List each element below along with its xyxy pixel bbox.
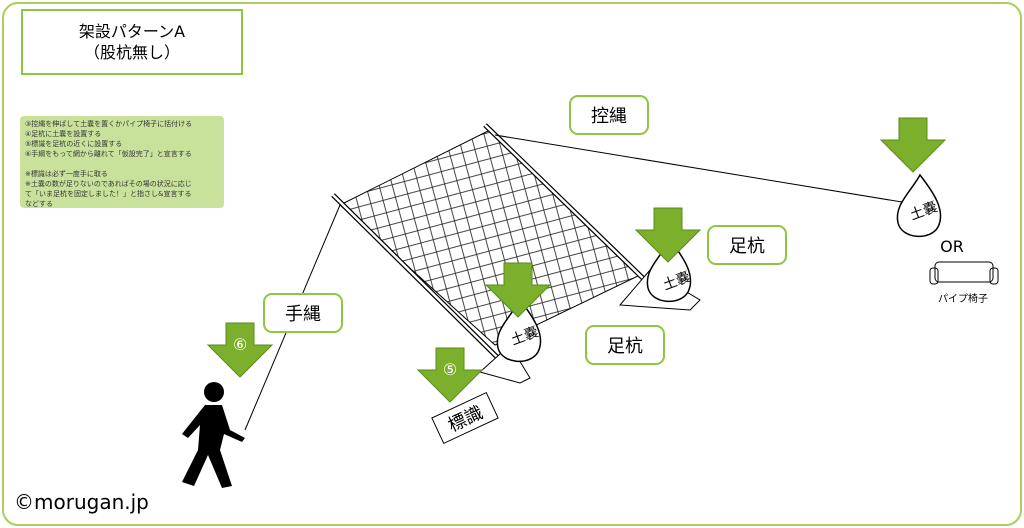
label-or: OR <box>940 237 964 256</box>
label-pipe-chair: パイプ椅子 <box>938 292 988 305</box>
step-5: ⑤ <box>443 360 457 379</box>
title-line2: （股杭無し） <box>83 43 180 62</box>
note: ⑤標識を足杭の近くに設置する <box>25 140 123 148</box>
label-hand-rope: 手縄 <box>285 304 321 325</box>
title-line1: 架設パターンA <box>78 22 186 41</box>
notes-box: ③控縄を伸ばして土嚢を置くかパイプ椅子に括付ける ④足杭に土嚢を設置する ⑤標識… <box>20 116 224 208</box>
pipe-chair-icon <box>929 261 999 285</box>
down-arrow-icon <box>635 207 701 263</box>
diagram-title: 架設パターンA （股杭無し） <box>21 9 243 75</box>
note: ※土嚢の数が足りないのであればその場の状況に応じ <box>25 180 192 188</box>
sign: 標識 <box>431 391 499 445</box>
label-guy-rope: 控縄 <box>591 106 627 127</box>
label-stake: 足杭 <box>729 236 765 257</box>
stake <box>478 344 531 384</box>
note: などする <box>25 200 53 208</box>
step-6: ⑥ <box>233 335 247 354</box>
down-arrow-icon <box>880 117 946 173</box>
note: ※標識は必ず一度手に取る <box>25 170 108 178</box>
note: ⑥手綱をもって網から離れて「仮設完了」と宣言する <box>25 150 192 158</box>
guy-rope <box>494 134 921 206</box>
net <box>339 129 641 346</box>
note: ③控縄を伸ばして土嚢を置くかパイプ椅子に括付ける <box>25 120 193 128</box>
label-stake: 足杭 <box>607 336 643 357</box>
note: て「いま足杭を固定しました！」と指さし&宣言する <box>25 190 192 198</box>
copyright: ©morugan.jp <box>14 490 149 514</box>
walking-person-icon <box>182 382 245 488</box>
note: ④足杭に土嚢を設置する <box>25 130 102 138</box>
